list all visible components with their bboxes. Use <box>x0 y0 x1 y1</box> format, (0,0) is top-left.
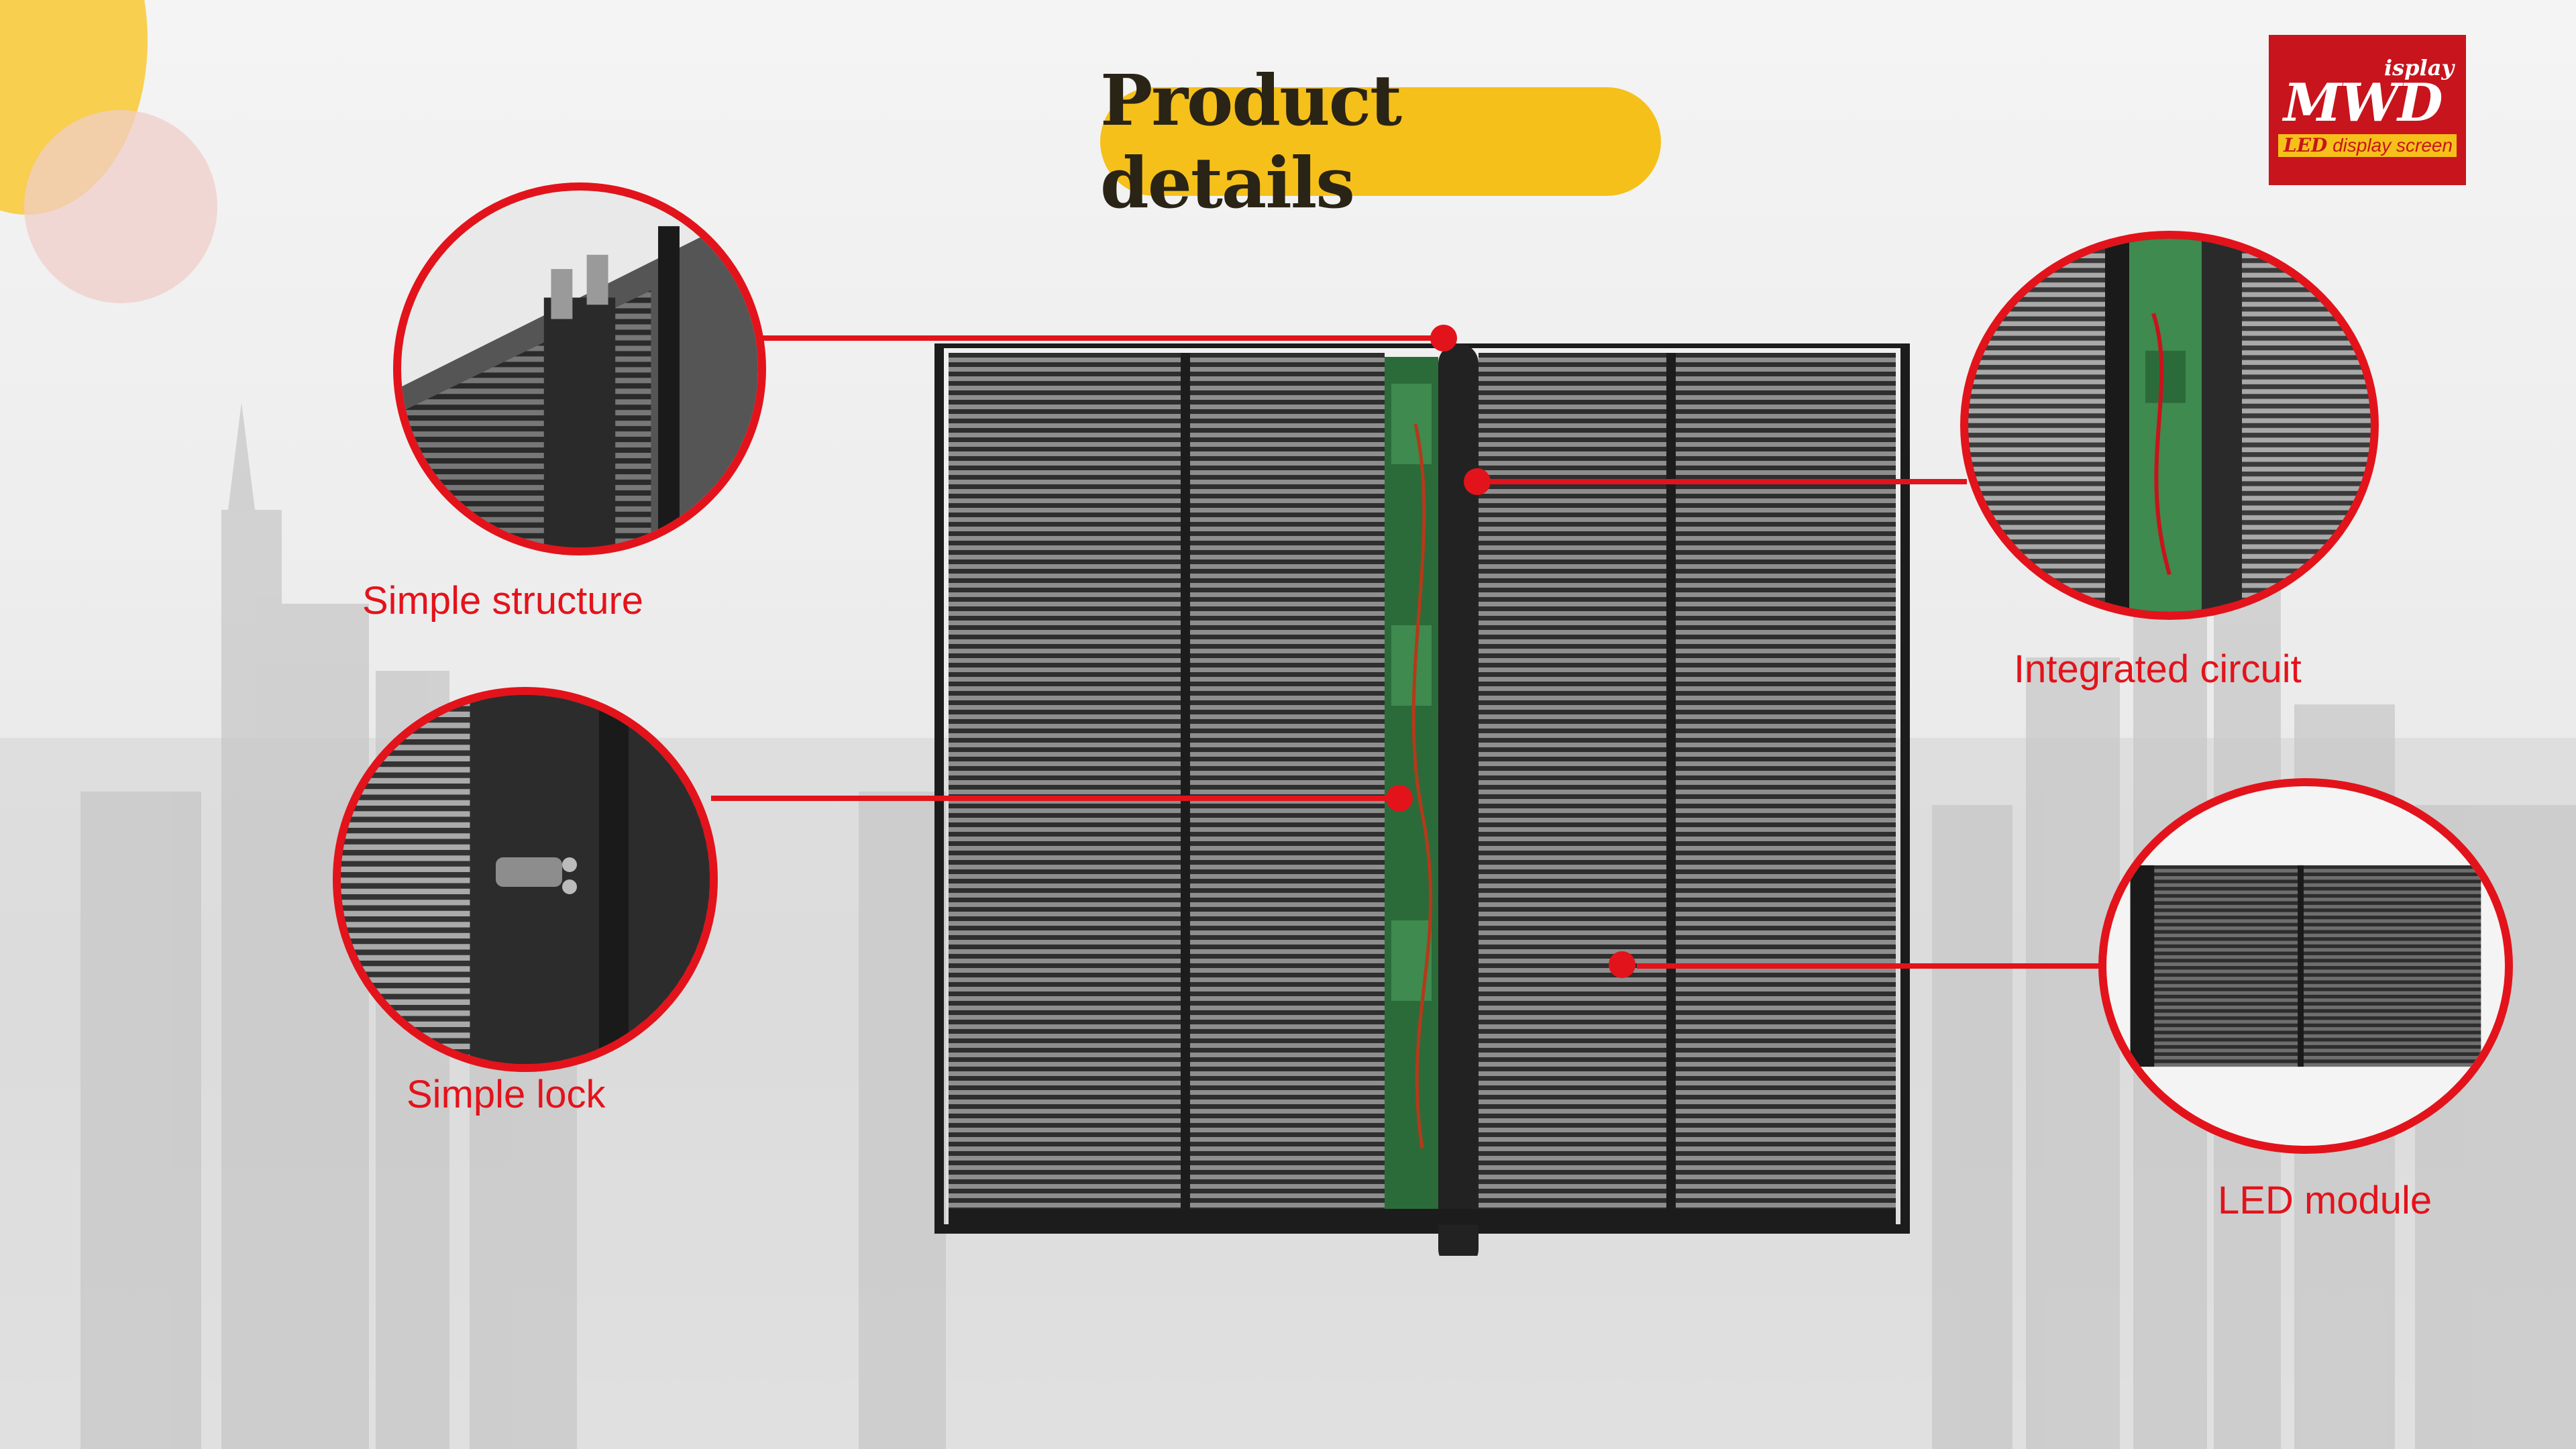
callout-dot-circuit <box>1464 468 1491 495</box>
detail-circle-circuit <box>1960 231 2379 620</box>
decorative-pink-circle <box>24 110 217 303</box>
callout-line-module <box>1637 963 2106 969</box>
led-panel-image <box>934 343 1910 1256</box>
callout-dot-lock <box>1386 785 1413 812</box>
logo-sub-text: isplay <box>2384 55 2455 80</box>
label-led-module: LED module <box>2218 1179 2432 1222</box>
detail-circle-module <box>2098 778 2513 1154</box>
label-integrated-circuit: Integrated circuit <box>2014 647 2302 691</box>
callout-line-circuit <box>1483 479 1967 484</box>
logo-main-text: MWD <box>2284 72 2443 133</box>
callout-dot-module <box>1609 951 1635 978</box>
page-title: Product details <box>1100 59 1402 224</box>
title-banner: Product details <box>1100 59 1661 224</box>
detail-circle-structure <box>393 182 766 555</box>
callout-dot-structure <box>1430 325 1457 352</box>
brand-logo: MWD isplay LED display screen <box>2269 35 2466 185</box>
detail-circle-lock <box>333 687 718 1072</box>
logo-strip: LED display screen <box>2278 134 2457 157</box>
label-simple-lock: Simple lock <box>407 1073 606 1116</box>
logo-strip-text: display screen <box>2332 135 2453 156</box>
logo-strip-led: LED <box>2284 134 2328 156</box>
callout-line-lock <box>711 796 1399 801</box>
callout-line-structure <box>761 335 1444 341</box>
label-simple-structure: Simple structure <box>362 579 644 623</box>
